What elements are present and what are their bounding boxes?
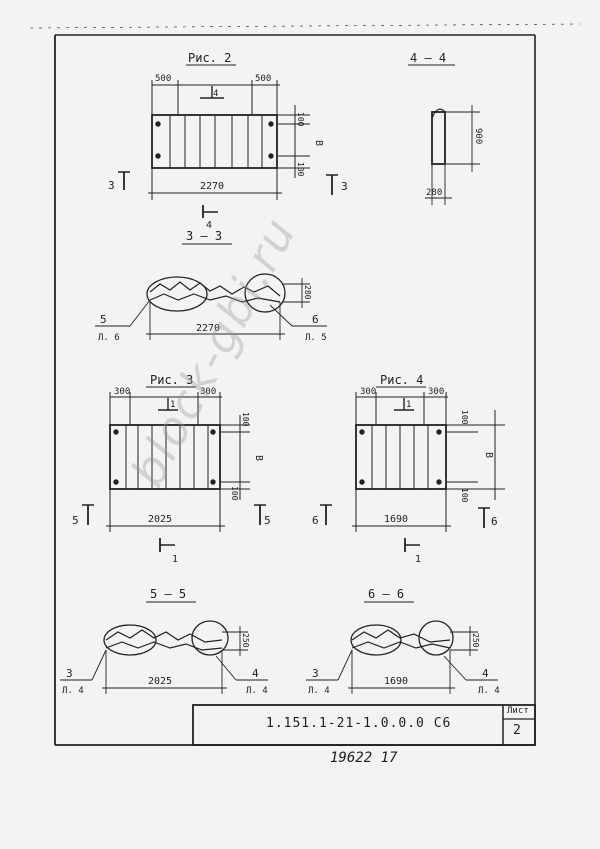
stamp-sheet-number: 2 — [513, 723, 521, 738]
fig3-dim-top: 100 — [241, 412, 250, 427]
fig3-dim-height: B — [253, 455, 264, 461]
fig4-cut1-label: 1 — [415, 554, 421, 565]
fig3-cut1-label: 1 — [172, 554, 178, 565]
section55-callout-right-num: 4 — [252, 667, 259, 680]
fig4-title: Рис. 4 — [380, 373, 423, 387]
fig2-section-mark: 4 — [213, 89, 218, 99]
fig3-section-mark: 1 — [170, 400, 175, 410]
section33-dim-length: 2270 — [196, 323, 220, 334]
fig2-title: Рис. 2 — [188, 51, 231, 65]
section33-dim-height: 280 — [303, 285, 312, 300]
fig2-dim-right: 500 — [255, 74, 271, 84]
section66-dim-length: 1690 — [384, 676, 408, 687]
section66-drawing — [306, 620, 498, 694]
fig4-dim-top: 100 — [460, 410, 469, 425]
fig4-section-mark: 1 — [406, 400, 411, 410]
section44-title: 4 — 4 — [410, 51, 446, 65]
fig4-dim-left: 300 — [360, 387, 376, 397]
fig2-dim-bottom: 100 — [296, 162, 305, 177]
section55-drawing — [60, 620, 268, 694]
section33-callout-right-sheet: Л. 5 — [305, 333, 327, 343]
section33-callout-right-num: 6 — [312, 313, 319, 326]
section55-callout-left-sheet: Л. 4 — [62, 686, 84, 696]
fig4-cut-right: 6 — [491, 515, 498, 528]
handwritten-number: 19622 17 — [330, 750, 398, 766]
section66-callout-right-sheet: Л. 4 — [478, 686, 500, 696]
fig2-dim-height: B — [313, 140, 324, 146]
section55-callout-right-sheet: Л. 4 — [246, 686, 268, 696]
section66-callout-left-sheet: Л. 4 — [308, 686, 330, 696]
section44-dim-height: 900 — [473, 128, 483, 144]
section44-drawing — [425, 105, 480, 205]
fig3-cut-right: 5 — [264, 514, 271, 527]
section33-title: 3 — 3 — [186, 229, 222, 243]
section44-dim-width: 280 — [426, 188, 442, 198]
fig2-cut-right: 3 — [341, 180, 348, 193]
fig3-dim-bottom: 100 — [230, 486, 239, 501]
section33-callout-left-sheet: Л. 6 — [98, 333, 120, 343]
stamp-sheet-label: Лист — [507, 706, 529, 716]
fig4-dim-height: B — [483, 452, 494, 458]
section55-callout-left-num: 3 — [66, 667, 73, 680]
section33-callout-left-num: 5 — [100, 313, 107, 326]
fig4-dim-bottom: 100 — [460, 488, 469, 503]
fig3-elevation — [82, 392, 266, 552]
fig3-dim-length: 2025 — [148, 514, 172, 525]
section55-dim-height: 250 — [241, 633, 250, 648]
section55-title: 5 — 5 — [150, 587, 186, 601]
fig4-dim-length: 1690 — [384, 514, 408, 525]
fig2-elevation — [118, 80, 338, 218]
title-block — [192, 704, 536, 746]
fig3-cut-left: 5 — [72, 514, 79, 527]
section55-dim-length: 2025 — [148, 676, 172, 687]
fig2-cut4-label: 4 — [206, 220, 212, 231]
fig3-dim-left: 300 — [114, 387, 130, 397]
top-trim-line — [29, 23, 581, 29]
section66-callout-right-num: 4 — [482, 667, 489, 680]
section66-callout-left-num: 3 — [312, 667, 319, 680]
fig2-dim-top: 100 — [296, 112, 305, 127]
fig4-dim-right: 300 — [428, 387, 444, 397]
fig2-cut-left: 3 — [108, 179, 115, 192]
fig2-dim-left: 500 — [155, 74, 171, 84]
fig4-elevation — [320, 392, 505, 552]
stamp-code: 1.151.1-21-1.0.0.0 С6 — [266, 716, 452, 731]
section66-dim-height: 250 — [471, 633, 480, 648]
fig2-dim-length: 2270 — [200, 181, 224, 192]
section66-title: 6 — 6 — [368, 587, 404, 601]
fig3-title: Рис. 3 — [150, 373, 193, 387]
section33-drawing — [95, 273, 327, 340]
fig3-dim-right: 300 — [200, 387, 216, 397]
fig4-cut-left: 6 — [312, 514, 319, 527]
